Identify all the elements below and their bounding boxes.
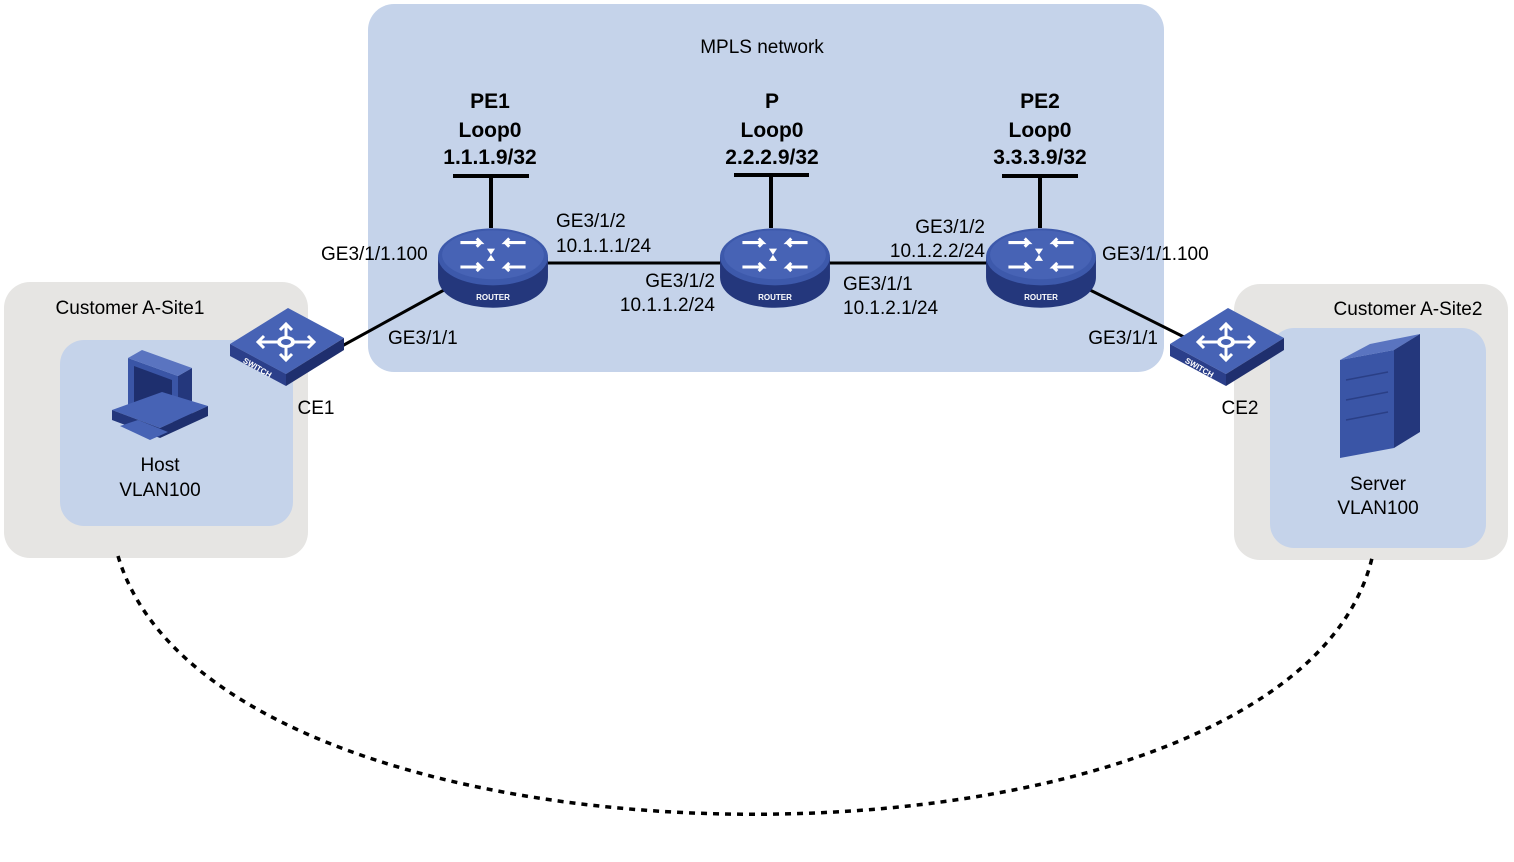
site1-label: Customer A-Site1 <box>56 298 205 319</box>
loopback-stubs <box>453 173 1078 228</box>
pe2-loop: Loop0 <box>1009 119 1072 142</box>
pe1-loop: Loop0 <box>459 119 522 142</box>
server-label: Server <box>1350 474 1407 495</box>
p-pe2-interface: GE3/1/1 <box>843 274 913 295</box>
p-router-icon[interactable]: ROUTER <box>718 226 832 308</box>
site1-inner-region <box>60 340 293 526</box>
server-vlan-label: VLAN100 <box>1337 498 1418 519</box>
p-pe1-interface: GE3/1/2 <box>645 271 715 292</box>
ce2-name: CE2 <box>1222 398 1259 419</box>
link-pe2-ce2 <box>1089 288 1185 339</box>
pe1-p-ip: 10.1.1.1/24 <box>556 236 652 257</box>
pe2-ip: 3.3.3.9/32 <box>993 146 1086 169</box>
link-ce1-pe1 <box>341 288 445 348</box>
virtual-link-arc <box>116 555 1374 816</box>
pe2-router-icon[interactable]: ROUTER <box>984 226 1098 308</box>
mpls-network-label: MPLS network <box>700 37 824 58</box>
pe2-name: PE2 <box>1020 90 1060 113</box>
pe1-router-icon[interactable]: ROUTER <box>436 226 550 308</box>
pe2-p-interface: GE3/1/2 <box>915 217 985 238</box>
p-ip: 2.2.2.9/32 <box>725 146 818 169</box>
p-type-label: ROUTER <box>758 293 792 302</box>
pe2-ce-interface: GE3/1/1.100 <box>1102 244 1209 265</box>
pe1-ip: 1.1.1.9/32 <box>443 146 536 169</box>
host-vlan-label: VLAN100 <box>119 480 200 501</box>
p-name: P <box>765 90 779 113</box>
mpls-network-region <box>368 4 1164 372</box>
server-icon[interactable] <box>1340 334 1420 458</box>
ce2-pe-interface: GE3/1/1 <box>1088 328 1158 349</box>
host-pc-icon[interactable] <box>112 350 208 440</box>
pe1-ce-interface: GE3/1/1.100 <box>321 244 428 265</box>
pe2-p-ip: 10.1.2.2/24 <box>890 241 986 262</box>
links <box>341 261 1185 348</box>
pe1-name: PE1 <box>470 90 510 113</box>
p-pe2-ip: 10.1.2.1/24 <box>843 298 939 319</box>
host-label: Host <box>140 455 180 476</box>
ce1-name: CE1 <box>298 398 335 419</box>
pe1-type-label: ROUTER <box>476 293 510 302</box>
p-loop: Loop0 <box>741 119 804 142</box>
pe1-p-interface: GE3/1/2 <box>556 211 626 232</box>
p-pe1-ip: 10.1.1.2/24 <box>620 295 716 316</box>
ce1-pe-interface: GE3/1/1 <box>388 328 458 349</box>
pe2-type-label: ROUTER <box>1024 293 1058 302</box>
site2-label: Customer A-Site2 <box>1334 299 1483 320</box>
